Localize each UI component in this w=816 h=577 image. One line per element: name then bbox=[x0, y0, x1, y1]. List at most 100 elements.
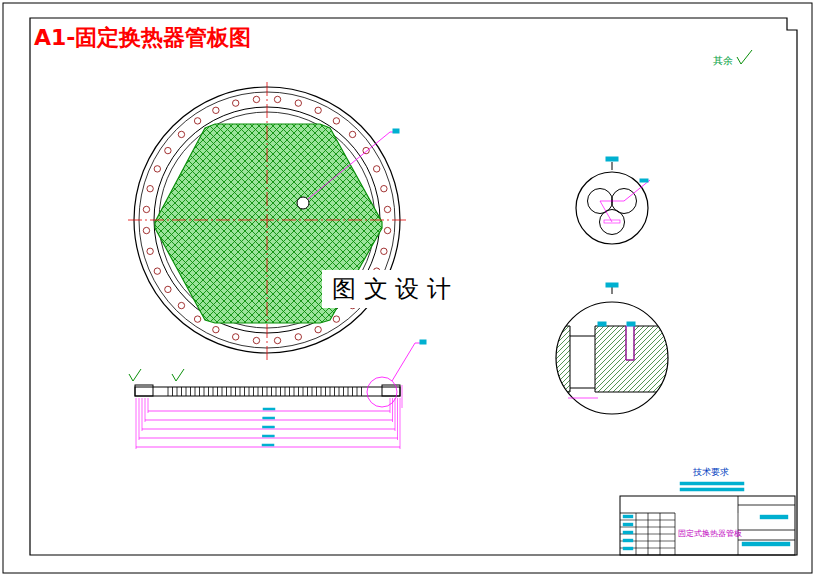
draft-line bbox=[334, 387, 335, 396]
draft-line bbox=[600, 201, 612, 222]
draft-line bbox=[145, 398, 146, 422]
draft-rect bbox=[262, 444, 274, 446]
draft-line bbox=[186, 387, 187, 396]
draft-line bbox=[267, 82, 268, 360]
draft-line bbox=[402, 385, 403, 408]
draft-rect bbox=[742, 542, 790, 546]
draft-rect bbox=[623, 531, 633, 534]
draft-rect bbox=[262, 435, 274, 437]
draft-line bbox=[738, 530, 795, 531]
draft-line bbox=[249, 387, 250, 396]
draft-line bbox=[357, 387, 358, 396]
draft-line bbox=[276, 387, 277, 396]
draft-line bbox=[570, 388, 595, 389]
draft-line bbox=[208, 387, 209, 396]
draft-circle bbox=[349, 131, 355, 137]
draft-line bbox=[168, 387, 169, 396]
draft-line bbox=[397, 398, 398, 440]
draft-line bbox=[660, 513, 661, 555]
draft-circle bbox=[194, 118, 200, 124]
draft-line bbox=[392, 343, 415, 381]
draft-circle bbox=[213, 107, 219, 113]
note-heading: 技术要求 bbox=[693, 468, 729, 478]
draft-line bbox=[271, 387, 272, 396]
draft-rect bbox=[3, 3, 812, 573]
draft-line bbox=[620, 513, 675, 514]
draft-rect bbox=[680, 488, 744, 491]
draft-circle bbox=[381, 185, 387, 191]
draft-line bbox=[325, 387, 326, 396]
section-detail bbox=[550, 326, 675, 392]
draft-circle bbox=[178, 302, 184, 308]
draft-rect bbox=[598, 322, 606, 326]
draft-line bbox=[298, 387, 299, 396]
draft-circle bbox=[295, 100, 301, 106]
draft-line bbox=[177, 387, 178, 396]
draft-line bbox=[570, 336, 595, 337]
draft-circle bbox=[194, 316, 200, 322]
draft-circle bbox=[274, 337, 280, 343]
part-name: 固定式换热器管板 bbox=[678, 530, 742, 539]
draft-rect bbox=[263, 408, 275, 410]
draft-line bbox=[258, 387, 259, 396]
draft-rect bbox=[604, 220, 620, 223]
draft-rect bbox=[606, 283, 618, 287]
draft-line bbox=[190, 387, 191, 396]
roughness-symbol bbox=[129, 369, 141, 381]
draft-line bbox=[262, 387, 263, 396]
draft-line bbox=[235, 387, 236, 396]
draft-line bbox=[303, 387, 304, 396]
draft-circle bbox=[165, 286, 171, 292]
inner-frame bbox=[30, 18, 797, 555]
draft-line bbox=[294, 387, 295, 396]
draft-circle bbox=[232, 100, 238, 106]
draft-circle bbox=[143, 227, 149, 233]
draft-line bbox=[343, 387, 344, 396]
draft-circle bbox=[333, 316, 339, 322]
draft-circle bbox=[165, 147, 171, 153]
draft-circle bbox=[373, 166, 379, 172]
sheet-title: A1-固定换热器管板图 bbox=[34, 26, 251, 50]
draft-line bbox=[222, 387, 223, 396]
draft-line bbox=[352, 387, 353, 396]
draft-rect bbox=[623, 515, 633, 518]
draft-rect bbox=[623, 539, 633, 542]
draft-line bbox=[142, 429, 395, 430]
roughness-symbol bbox=[737, 50, 752, 64]
draft-line bbox=[289, 387, 290, 396]
draft-line bbox=[231, 387, 232, 396]
draft-circle bbox=[381, 248, 387, 254]
draft-circle bbox=[178, 131, 184, 137]
draft-line bbox=[172, 387, 173, 396]
draft-circle bbox=[154, 268, 160, 274]
draft-rect bbox=[263, 426, 275, 428]
draft-line bbox=[636, 513, 637, 555]
draft-line bbox=[204, 387, 205, 396]
draft-line bbox=[307, 387, 308, 396]
draft-circle bbox=[315, 107, 321, 113]
draft-rect bbox=[620, 496, 795, 555]
draft-rect bbox=[627, 322, 635, 326]
draft-circle bbox=[143, 206, 149, 212]
roughness-symbol bbox=[172, 369, 184, 381]
draft-circle bbox=[333, 118, 339, 124]
draft-line bbox=[330, 387, 331, 396]
draft-line bbox=[213, 387, 214, 396]
draft-line bbox=[285, 387, 286, 396]
draft-rect bbox=[623, 547, 633, 550]
draft-circle bbox=[213, 326, 219, 332]
draft-line bbox=[240, 387, 241, 396]
draft-line bbox=[738, 540, 795, 541]
draft-line bbox=[738, 505, 795, 506]
draft-line bbox=[226, 387, 227, 396]
draft-circle bbox=[232, 334, 238, 340]
draft-circle bbox=[556, 302, 668, 414]
draft-line bbox=[136, 447, 400, 448]
draft-line bbox=[675, 513, 676, 555]
draft-line bbox=[400, 398, 401, 449]
draft-line bbox=[142, 398, 143, 431]
draft-line bbox=[181, 387, 182, 396]
draft-line bbox=[395, 398, 396, 431]
draft-circle bbox=[384, 206, 390, 212]
